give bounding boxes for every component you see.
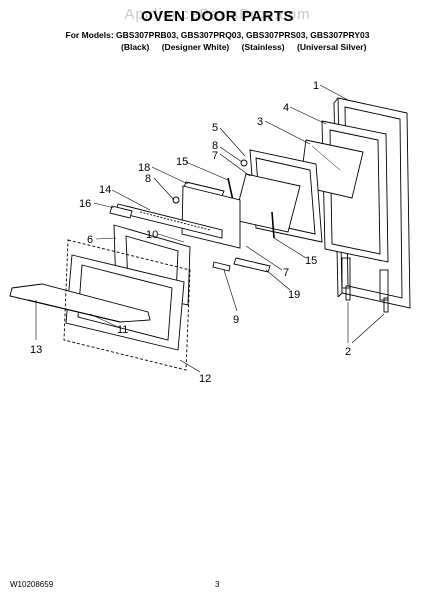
bottom-strip [233,257,271,273]
callout-7-lower: 7 [283,267,289,279]
page-title: OVEN DOOR PARTS [140,8,295,25]
page-number: 3 [215,580,220,589]
callout-14: 14 [99,184,111,196]
callout-6: 6 [87,234,93,246]
watermark-text: AppliancePartsPros.com [124,6,311,23]
callout-16: 16 [79,198,91,210]
finish-designer-white: (Designer White) [161,42,230,52]
callout-15-upper: 15 [176,156,188,168]
finish-black: (Black) [121,42,150,52]
finish-list: (Black) (Designer White) (Stainless) (Un… [121,42,376,52]
door-assembly-outline [63,239,191,371]
door-hinge [341,257,389,313]
callout-18: 18 [138,162,150,174]
callout-5: 5 [212,122,218,134]
callout-15-lower: 15 [305,255,317,267]
model-list: For Models: GBS307PRB03, GBS307PRQ03, GB… [65,30,370,40]
callout-3: 3 [257,116,263,128]
callout-9: 9 [233,314,239,326]
inner-door [181,185,241,249]
callout-19: 19 [288,289,300,301]
callout-4: 4 [283,102,289,114]
callout-8-upper: 8 [212,140,218,152]
document-part-number: W10208659 [10,580,54,589]
finish-universal-silver: (Universal Silver) [297,42,367,52]
clip [212,261,231,272]
callout-13: 13 [30,344,42,356]
callout-2: 2 [345,346,351,358]
callout-8-lower: 8 [145,173,151,185]
callout-1: 1 [313,80,319,92]
screw [172,159,248,204]
leader-lines [35,84,385,373]
callout-11: 11 [117,324,128,336]
callout-7-upper: 7 [212,150,218,162]
door-handle [9,283,151,323]
callout-10: 10 [146,229,158,241]
vent-trim [109,203,223,239]
finish-stainless: (Stainless) [241,42,285,52]
callout-12: 12 [199,373,211,385]
